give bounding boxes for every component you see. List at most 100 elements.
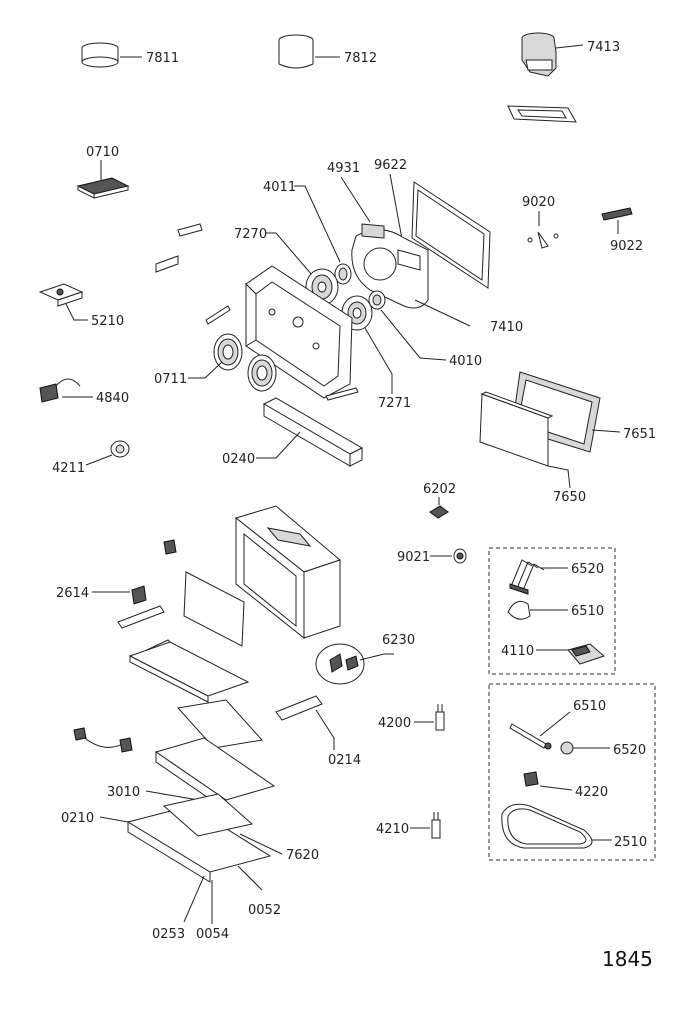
- leader-4211: [85, 454, 113, 466]
- label-2510: 2510: [614, 835, 647, 850]
- label-4931: 4931: [327, 161, 360, 176]
- label-0711: 0711: [154, 372, 187, 387]
- label-4200: 4200: [378, 716, 411, 731]
- part-7650-filter: [479, 391, 554, 467]
- part-9021-nut: [453, 548, 467, 564]
- part-6520-socket: [560, 741, 574, 755]
- leader-5210: [65, 303, 88, 321]
- leader-0214: [315, 709, 335, 750]
- part-7811-collar: [81, 42, 142, 68]
- label-7651: 7651: [623, 427, 656, 442]
- part-front-panel: [183, 571, 245, 647]
- leader-7271: [364, 327, 393, 394]
- part-motor-frame: [245, 265, 353, 399]
- part-9022-spring: [601, 207, 633, 221]
- label-0210: 0210: [61, 811, 94, 826]
- part-4011-ring: [334, 263, 352, 285]
- part-5210-bracket: [38, 283, 84, 307]
- part-7413-gasket: [507, 105, 577, 123]
- label-7413: 7413: [587, 40, 620, 55]
- label-9021: 9021: [397, 550, 430, 565]
- leader-4220: [539, 785, 573, 791]
- leader-0052: [237, 865, 263, 891]
- label-0214: 0214: [328, 753, 361, 768]
- label-6230: 6230: [382, 633, 415, 648]
- part-bracket-small: [163, 539, 177, 555]
- leader-4011: [294, 185, 341, 263]
- part-wiring-harness: [73, 727, 133, 753]
- leader-7651: [591, 429, 621, 433]
- part-frame-panel: [128, 641, 250, 703]
- leader-3010: [145, 790, 199, 801]
- leader-0253: [183, 875, 205, 923]
- part-housing-back-panel: [411, 181, 491, 289]
- label-7811: 7811: [146, 51, 179, 66]
- kit-box-lower: [488, 683, 656, 861]
- label-6202: 6202: [423, 482, 456, 497]
- leader-4931: [340, 176, 371, 223]
- label-4110: 4110: [501, 644, 534, 659]
- label-4210: 4210: [376, 822, 409, 837]
- part-left-rail: [205, 305, 231, 325]
- part-7413-adapter: [521, 32, 584, 77]
- part-6510-lamp: [507, 600, 531, 620]
- leader-0240: [256, 431, 301, 459]
- label-0710: 0710: [86, 145, 119, 160]
- label-7410: 7410: [490, 320, 523, 335]
- part-6230-clip-set: [315, 643, 365, 685]
- part-4220-switch: [523, 771, 539, 787]
- part-4200-cap: [435, 704, 445, 731]
- label-4010: 4010: [449, 354, 482, 369]
- label-9622: 9622: [374, 158, 407, 173]
- part-2510-gasket: [501, 803, 593, 849]
- label-7650: 7650: [553, 490, 586, 505]
- kit-box-upper: [488, 547, 616, 675]
- part-upper-bracket: [177, 223, 203, 237]
- diagram-number: 1845: [602, 947, 653, 971]
- part-6520-wires: [509, 559, 545, 595]
- part-4840-switch: [39, 378, 81, 403]
- label-0240: 0240: [222, 452, 255, 467]
- label-7271: 7271: [378, 396, 411, 411]
- label-0052: 0052: [248, 903, 281, 918]
- part-0214-handle: [275, 695, 323, 721]
- label-6510b: 6510: [573, 699, 606, 714]
- part-4010-ring: [368, 290, 386, 310]
- part-6510-tube-lamp: [509, 723, 552, 750]
- part-7812-collar: [278, 34, 340, 69]
- leader-7620: [239, 833, 283, 855]
- part-bottom-rail: [325, 387, 359, 401]
- part-side-bracket: [155, 255, 179, 273]
- part-4211-knob: [110, 440, 130, 458]
- label-9022: 9022: [610, 239, 643, 254]
- leader-7270: [266, 232, 319, 283]
- part-2614-clip: [131, 585, 147, 605]
- leader-6510b: [539, 711, 571, 737]
- leader-7650: [547, 465, 571, 489]
- part-0711-grille-right: [247, 354, 277, 392]
- label-3010: 3010: [107, 785, 140, 800]
- part-4210-cap: [431, 812, 441, 839]
- part-7620-plate: [162, 793, 254, 837]
- part-0711-grille-left: [213, 333, 243, 371]
- part-4110-board: [567, 643, 605, 665]
- label-0054: 0054: [196, 927, 229, 942]
- label-0253: 0253: [152, 927, 185, 942]
- label-4840: 4840: [96, 391, 129, 406]
- part-6202-clip: [429, 505, 449, 519]
- part-control-tray: [154, 699, 276, 811]
- part-left-handle: [117, 605, 165, 629]
- part-blower-housing: [351, 223, 429, 309]
- label-4220: 4220: [575, 785, 608, 800]
- part-9020-screws: [527, 231, 559, 249]
- label-4011: 4011: [263, 180, 296, 195]
- label-2614: 2614: [56, 586, 89, 601]
- leader-4010: [380, 309, 447, 361]
- leader-7410: [414, 299, 471, 327]
- label-6520a: 6520: [571, 562, 604, 577]
- leader-6230: [359, 653, 394, 661]
- part-main-housing: [234, 505, 342, 640]
- label-7812: 7812: [344, 51, 377, 66]
- leader-0711: [188, 361, 223, 379]
